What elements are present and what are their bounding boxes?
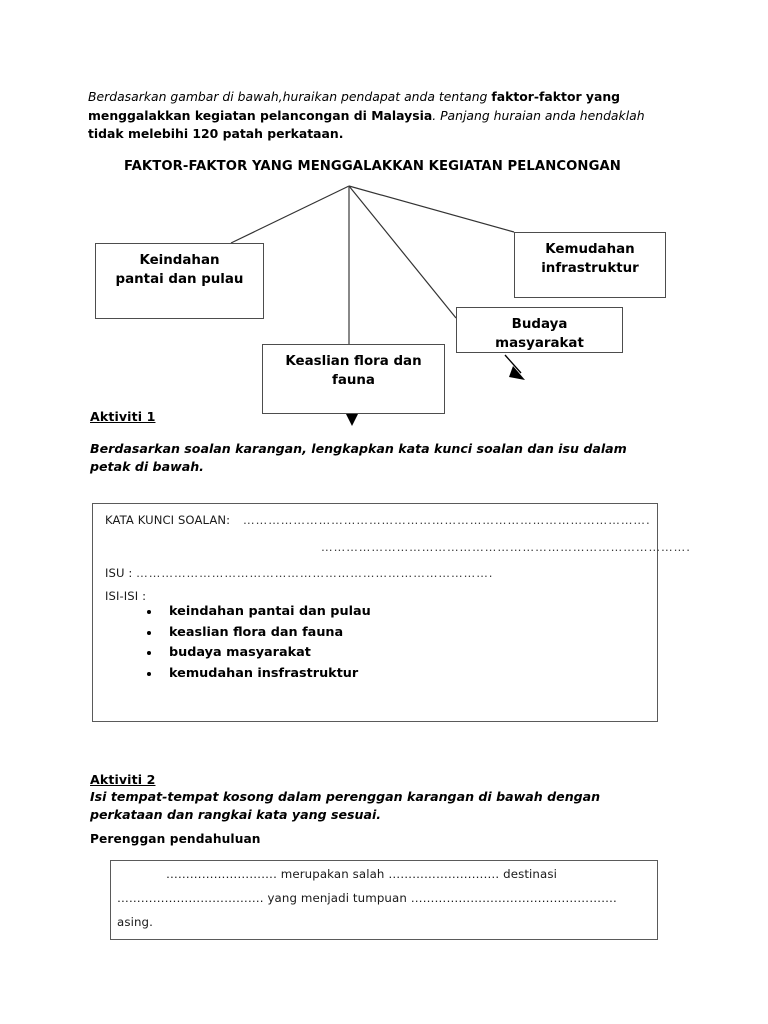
diagram-box-budaya-label: Budaya masyarakat [495, 317, 584, 351]
intro-segment-3: . Panjang huraian anda hendaklah [432, 107, 645, 123]
isi-isi-label: ISI-ISI : [105, 589, 147, 603]
diagram-box-keaslian: Keaslian flora dan fauna [262, 344, 445, 414]
diagram-box-keindahan-label: Keindahan pantai dan pulau [115, 253, 244, 287]
isu-blank-line[interactable]: …………………………………………………………………………. [136, 566, 494, 580]
aktiviti-1-instruction: Berdasarkan soalan karangan, lengkapkan … [90, 441, 627, 474]
factors-diagram: FAKTOR-FAKTOR YANG MENGGALAKKAN KEGIATAN… [0, 0, 768, 440]
perenggan-line-1[interactable]: ………………………. merupakan salah ………………………. de… [166, 867, 557, 881]
kata-kunci-label: KATA KUNCI SOALAN: [105, 513, 231, 527]
perenggan-line-3[interactable]: asing. [117, 915, 153, 929]
perenggan-pendahuluan-heading: Perenggan pendahuluan [90, 832, 261, 846]
list-item: kemudahan insfrastruktur [161, 664, 371, 685]
diagram-box-keaslian-label: Keaslian flora dan fauna [285, 354, 422, 388]
kata-kunci-blank-line-2[interactable]: ……………………………………………………………………………. [321, 540, 691, 554]
intro-segment-1: Berdasarkan gambar di bawah,huraikan pen… [88, 89, 492, 104]
aktiviti-1-answer-box[interactable]: KATA KUNCI SOALAN: ………………………………………………………… [92, 503, 690, 722]
kata-kunci-blank-line-1[interactable]: ……………………………………………………………………………………. [243, 513, 651, 527]
aktiviti-1-heading: Aktiviti 1 [90, 409, 156, 424]
aktiviti-2-answer-box[interactable]: ………………………. merupakan salah ………………………. de… [110, 860, 658, 940]
diagram-box-kemudahan: Kemudahan infrastruktur [514, 232, 666, 298]
intro-paragraph: Berdasarkan gambar di bawah,huraikan pen… [88, 88, 684, 144]
list-item: keaslian flora dan fauna [161, 623, 371, 644]
intro-segment-2: faktor-faktor yang menggalakkan kegiatan… [88, 89, 621, 123]
intro-segment-4: tidak melebihi 120 patah perkataan. [88, 126, 344, 141]
perenggan-line-2[interactable]: ………………………………. yang menjadi tumpuan ……………… [117, 891, 617, 905]
list-item: keindahan pantai dan pulau [161, 602, 371, 623]
diagram-box-keindahan: Keindahan pantai dan pulau [95, 243, 264, 319]
diagram-title: FAKTOR-FAKTOR YANG MENGGALAKKAN KEGIATAN… [124, 159, 621, 174]
isu-label-text: ISU : [105, 566, 133, 580]
isi-isi-list: keindahan pantai dan pulau keaslian flor… [133, 602, 371, 684]
aktiviti-2-heading: Aktiviti 2 [90, 772, 156, 787]
diagram-box-budaya: Budaya masyarakat [456, 307, 623, 353]
list-item: budaya masyarakat [161, 643, 371, 664]
diagram-connector-lines [230, 185, 525, 426]
diagram-box-kemudahan-label: Kemudahan infrastruktur [541, 242, 639, 276]
isu-label: ISU : …………………………………………………………………………. [105, 566, 493, 580]
aktiviti-2-instruction: Isi tempat-tempat kosong dalam perenggan… [90, 789, 601, 822]
